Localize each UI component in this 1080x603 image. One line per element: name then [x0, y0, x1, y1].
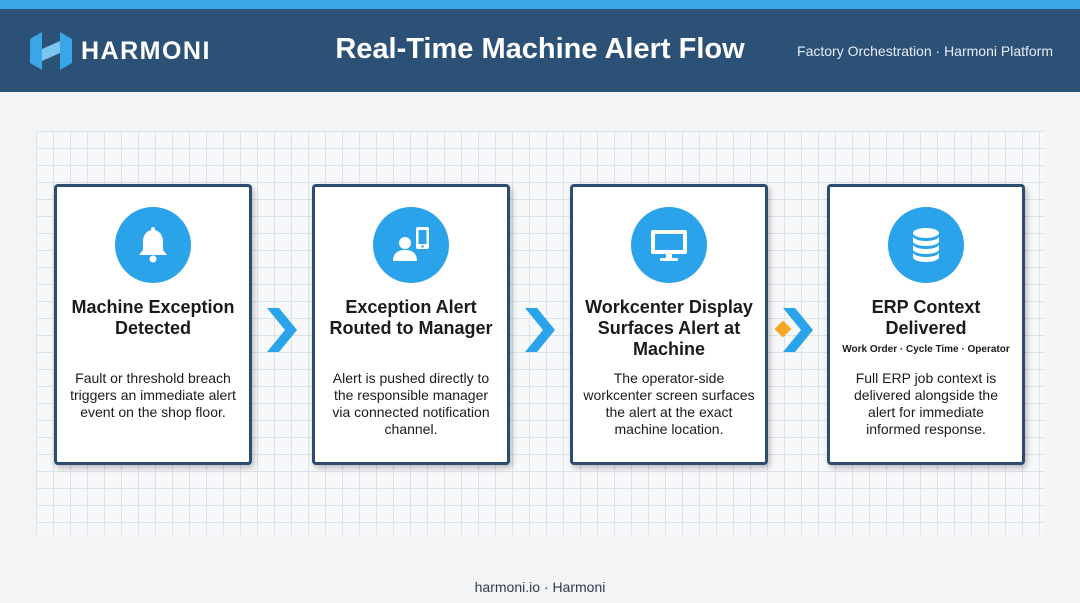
step-icon-circle [115, 207, 191, 283]
step-title: Machine Exception Detected [71, 297, 235, 338]
header-bar: HARMONI Real-Time Machine Alert Flow Fac… [0, 9, 1080, 92]
step-icon-circle [888, 207, 964, 283]
page-subtitle: Factory Orchestration · Harmoni Platform [797, 43, 1053, 59]
flow-arrow-icon [783, 308, 813, 352]
flow-arrow-icon [525, 308, 555, 352]
top-accent-stripe [0, 0, 1080, 9]
step-icon-circle [373, 207, 449, 283]
brand-name: HARMONI [81, 37, 211, 65]
step-card-erp-context: ERP Context Delivered Work Order · Cycle… [827, 184, 1025, 465]
flow-arrow-icon [267, 308, 297, 352]
manager-phone-icon [393, 227, 429, 261]
step-icon-circle [631, 207, 707, 283]
monitor-icon [651, 230, 687, 261]
step-card-machine-exception: Machine Exception Detected Fault or thre… [54, 184, 252, 465]
step-card-alert-routed: Exception Alert Routed to Manager Alert … [312, 184, 510, 465]
step-description: Fault or threshold breach triggers an im… [70, 370, 236, 420]
step-description: Alert is pushed directly to the responsi… [332, 370, 490, 437]
step-context-note: Work Order · Cycle Time · Operator [842, 344, 1010, 355]
step-title: ERP Context Delivered [871, 297, 981, 338]
step-card-workcenter-display: Workcenter Display Surfaces Alert at Mac… [570, 184, 768, 465]
step-title: Exception Alert Routed to Manager [329, 297, 493, 338]
footer-text: harmoni.io · Harmoni [474, 579, 606, 595]
bell-icon [139, 227, 167, 263]
step-title: Workcenter Display Surfaces Alert at Mac… [585, 297, 753, 359]
database-icon [913, 228, 939, 262]
step-description: The operator-side workcenter screen surf… [583, 370, 755, 437]
harmoni-logo-icon [30, 32, 72, 70]
page-title: Real-Time Machine Alert Flow [335, 33, 745, 65]
step-description: Full ERP job context is delivered alongs… [854, 370, 998, 437]
